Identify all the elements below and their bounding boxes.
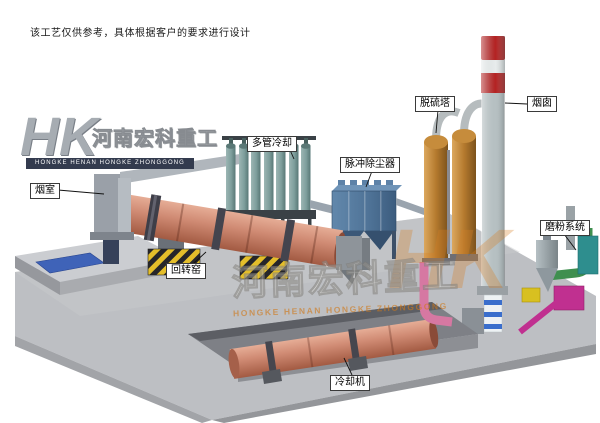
desulfurization-towers <box>422 99 493 265</box>
kiln-drive-unit <box>158 238 184 252</box>
chimney-base-tank <box>483 294 503 333</box>
label-desulfurization-tower: 脱硫塔 <box>415 96 455 112</box>
label-multi-tube-cooling: 多管冷却 <box>247 136 297 152</box>
label-grinding-system: 磨粉系统 <box>540 220 590 236</box>
cooling-machine-stand <box>348 356 368 371</box>
leader-lines <box>57 102 577 376</box>
hk-logo: HK <box>20 107 98 167</box>
brand-company-en: HONGKE HENAN HONGKE ZHONGGONG <box>26 158 194 169</box>
disclaimer-text: 该工艺仅供参考，具体根据客户的要求进行设计 <box>30 28 251 39</box>
feed-duct <box>120 154 240 184</box>
label-rotary-kiln: 回转窑 <box>166 263 206 279</box>
connecting-duct <box>310 200 334 214</box>
brand-company-cn: 河南宏科重工 <box>92 128 218 151</box>
cooling-machine-stand <box>262 369 282 384</box>
label-chimney: 烟囱 <box>527 96 557 112</box>
pit-pipe <box>419 262 453 327</box>
smoke-chamber <box>90 174 134 264</box>
cooling-machine <box>228 319 439 379</box>
kiln-base-striped <box>239 255 289 280</box>
outlet-duct <box>396 198 424 215</box>
chimney <box>477 36 508 295</box>
label-pulse-dust-collector: 脉冲除尘器 <box>340 157 400 173</box>
kiln-head <box>336 236 370 284</box>
label-smoke-chamber: 烟室 <box>30 183 60 199</box>
brand-watermark: HK 河南宏科重工 HONGKE HENAN HONGKE ZHONGGONG <box>18 106 238 178</box>
label-cooling-machine: 冷却机 <box>330 375 370 391</box>
